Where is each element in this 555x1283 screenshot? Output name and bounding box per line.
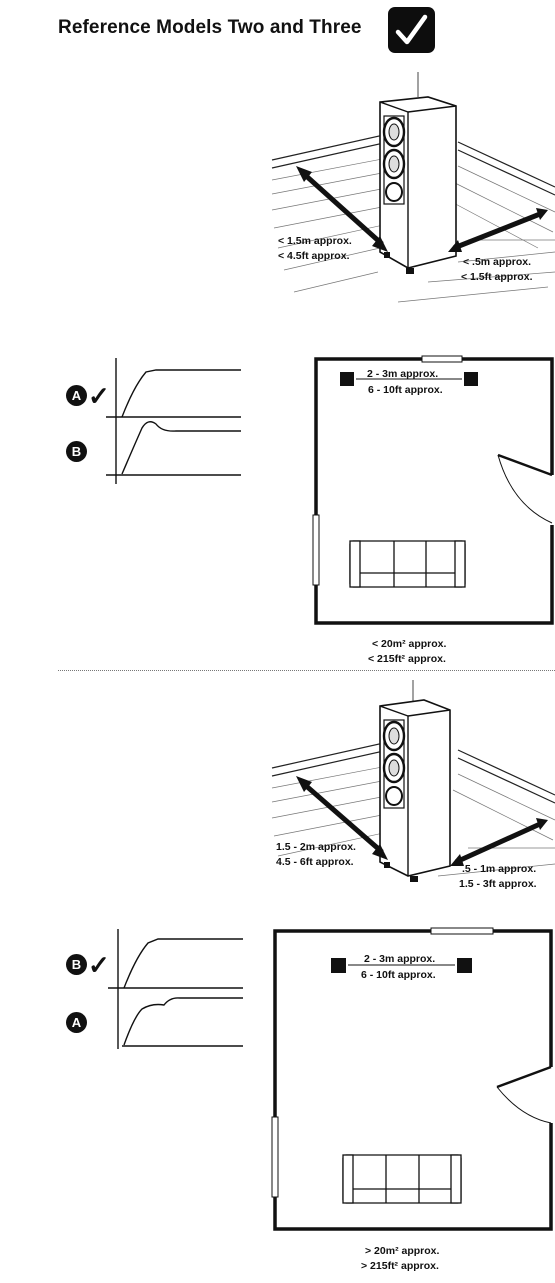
page-title: Reference Models Two and Three (58, 17, 362, 38)
speaker-spacing-label: 2 - 3m approx. (367, 368, 439, 380)
response-label-badge: A (66, 385, 87, 406)
speaker-spacing-label: 6 - 10ft approx. (361, 969, 436, 981)
speaker-spacing-label: 6 - 10ft approx. (368, 384, 443, 396)
speaker-placement-diagram-1 (271, 72, 555, 303)
room-size-label: > 215ft² approx. (361, 1260, 439, 1272)
back-distance-label: < .5m approx. (463, 256, 531, 268)
frequency-response-graph-1 (106, 358, 241, 484)
back-distance-label: < 1.5ft approx. (461, 271, 533, 283)
room-size-label: < 215ft² approx. (368, 653, 446, 665)
side-distance-label: 4.5 - 6ft approx. (276, 856, 354, 868)
side-distance-label: < 4.5ft approx. (278, 250, 350, 262)
section-divider (58, 670, 555, 671)
checkmark-icon (388, 7, 435, 53)
side-distance-label: < 1.5m approx. (278, 235, 352, 247)
side-distance-label: 1.5 - 2m approx. (276, 841, 356, 853)
room-layout-diagram-1 (312, 355, 555, 625)
response-label-badge: B (66, 441, 87, 462)
checkmark-icon: ✓ (88, 950, 110, 980)
back-distance-label: 1.5 - 3ft approx. (459, 878, 537, 890)
back-distance-label: .5 - 1m approx. (462, 863, 537, 875)
room-size-label: < 20m² approx. (372, 638, 447, 650)
room-size-label: > 20m² approx. (365, 1245, 440, 1257)
response-label-badge: A (66, 1012, 87, 1033)
speaker-placement-diagram-2 (271, 680, 555, 882)
room-layout-diagram-2 (271, 927, 555, 1231)
speaker-spacing-label: 2 - 3m approx. (364, 953, 436, 965)
frequency-response-graph-2 (108, 929, 243, 1049)
response-label-badge: B (66, 954, 87, 975)
checkmark-icon: ✓ (88, 381, 110, 411)
